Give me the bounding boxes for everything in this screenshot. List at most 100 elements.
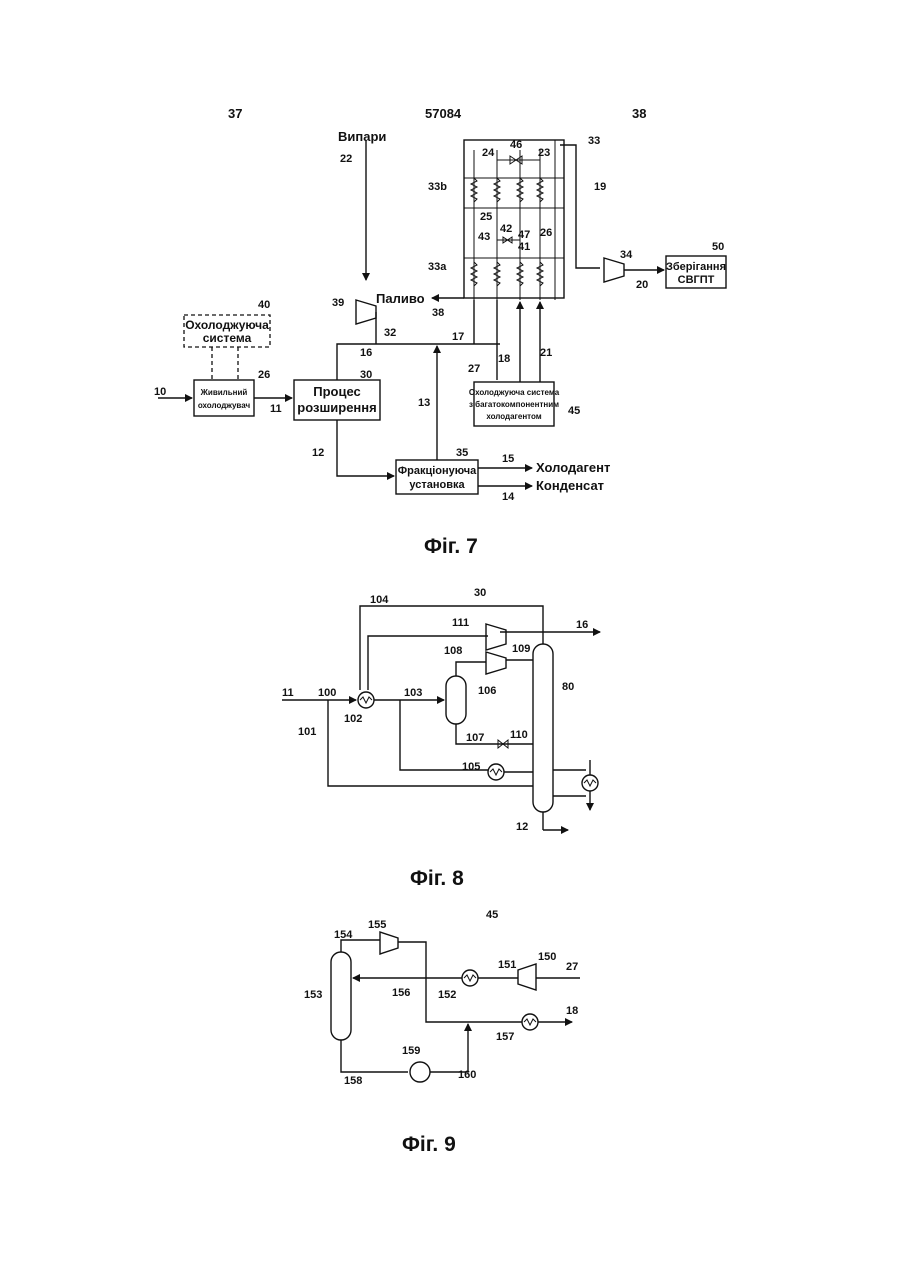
feed-cooler-text-1: Живильний (200, 388, 248, 397)
ref-155: 155 (368, 919, 386, 931)
compressor-109 (486, 652, 506, 674)
storage-text-1: Зберігання (666, 261, 726, 273)
separator-106 (446, 676, 466, 724)
column-80 (533, 644, 553, 812)
ref-157: 157 (496, 1031, 514, 1043)
ref-151: 151 (498, 959, 516, 971)
ref-11-fig8: 11 (282, 687, 294, 699)
ref-150: 150 (538, 951, 556, 963)
mixed-refrigerant-text-3: холодагентом (486, 412, 541, 421)
refrigerant-label: Холодагент (536, 460, 610, 475)
fig8-caption: Фіг. 8 (410, 867, 464, 890)
ref-42: 42 (500, 223, 512, 235)
ref-35: 35 (456, 447, 468, 459)
ref-45-fig9: 45 (486, 909, 498, 921)
ref-21: 21 (540, 347, 552, 359)
fractionation-text-1: Фракціонуюча (398, 465, 477, 477)
ref-100: 100 (318, 687, 336, 699)
mixed-refrigerant-text-1: Охолоджуюча система (469, 388, 560, 397)
ref-24: 24 (482, 147, 495, 159)
vapors-label: Випари (338, 129, 386, 144)
fractionation-text-2: установка (409, 479, 465, 491)
header-patent-number: 57084 (425, 106, 462, 121)
heat-exchanger-33 (464, 140, 564, 298)
ref-10: 10 (154, 386, 166, 398)
ref-110: 110 (510, 729, 528, 741)
ref-101: 101 (298, 726, 316, 738)
fig8-diagram (282, 606, 600, 830)
ref-159: 159 (402, 1045, 420, 1057)
ref-26b: 26 (258, 369, 270, 381)
cooling-system-text-2: система (203, 331, 252, 345)
ref-18-fig9: 18 (566, 1005, 578, 1017)
ref-46: 46 (510, 139, 522, 151)
expansion-text-2: розширення (297, 400, 376, 415)
fuel-label: Паливо (376, 291, 425, 306)
ref-38: 38 (432, 307, 444, 319)
ref-40: 40 (258, 299, 270, 311)
ref-102: 102 (344, 713, 362, 725)
header-right-page: 38 (632, 106, 646, 121)
feed-cooler-text-2: охолоджувач (198, 401, 251, 410)
ref-22: 22 (340, 153, 352, 165)
compressor-34 (604, 258, 624, 282)
fig7-caption: Фіг. 7 (424, 535, 478, 558)
ref-41: 41 (518, 241, 530, 253)
ref-39: 39 (332, 297, 344, 309)
separator-153 (331, 952, 351, 1040)
ref-34: 34 (620, 249, 633, 261)
ref-30: 30 (360, 369, 372, 381)
ref-26a: 26 (540, 227, 552, 239)
compressor-155 (380, 932, 398, 954)
ref-158: 158 (344, 1075, 362, 1087)
ref-13: 13 (418, 397, 430, 409)
ref-16-fig8: 16 (576, 619, 588, 631)
expansion-text-1: Процес (313, 384, 361, 399)
ref-153: 153 (304, 989, 322, 1001)
fig9-caption: Фіг. 9 (402, 1133, 456, 1156)
ref-15: 15 (502, 453, 514, 465)
ref-17: 17 (452, 331, 464, 343)
ref-160: 160 (458, 1069, 476, 1081)
ref-25: 25 (480, 211, 492, 223)
ref-111: 111 (452, 617, 469, 629)
ref-80: 80 (562, 681, 574, 693)
ref-45: 45 (568, 405, 580, 417)
ref-156: 156 (392, 987, 410, 999)
ref-33: 33 (588, 135, 600, 147)
ref-12: 12 (312, 447, 324, 459)
compressor-150 (518, 964, 536, 990)
feed-cooler-box (194, 380, 254, 416)
ref-109: 109 (512, 643, 530, 655)
ref-27-fig9: 27 (566, 961, 578, 973)
ref-32: 32 (384, 327, 396, 339)
pump-159 (410, 1062, 430, 1082)
storage-text-2: СВГПТ (678, 274, 715, 286)
ref-20: 20 (636, 279, 648, 291)
expander-111 (486, 624, 506, 650)
ref-152: 152 (438, 989, 456, 1001)
ref-30-fig8: 30 (474, 587, 486, 599)
ref-107: 107 (466, 732, 484, 744)
ref-11: 11 (270, 403, 282, 415)
ref-154: 154 (334, 929, 353, 941)
ref-47: 47 (518, 229, 530, 241)
ref-50: 50 (712, 241, 724, 253)
ref-27: 27 (468, 363, 480, 375)
header-left-page: 37 (228, 106, 242, 121)
ref-106: 106 (478, 685, 496, 697)
ref-43: 43 (478, 231, 490, 243)
ref-12-fig8: 12 (516, 821, 528, 833)
ref-33b: 33b (428, 181, 447, 193)
condensate-label: Конденсат (536, 478, 604, 493)
ref-14: 14 (502, 491, 515, 503)
ref-33a: 33a (428, 261, 447, 273)
mixed-refrigerant-text-2: з багатокомпонентним (469, 400, 559, 409)
compressor-39 (356, 300, 376, 324)
cooling-system-text-1: Охолоджуюча (185, 318, 269, 332)
ref-104: 104 (370, 594, 389, 606)
ref-108: 108 (444, 645, 462, 657)
ref-19: 19 (594, 181, 606, 193)
ref-103: 103 (404, 687, 422, 699)
